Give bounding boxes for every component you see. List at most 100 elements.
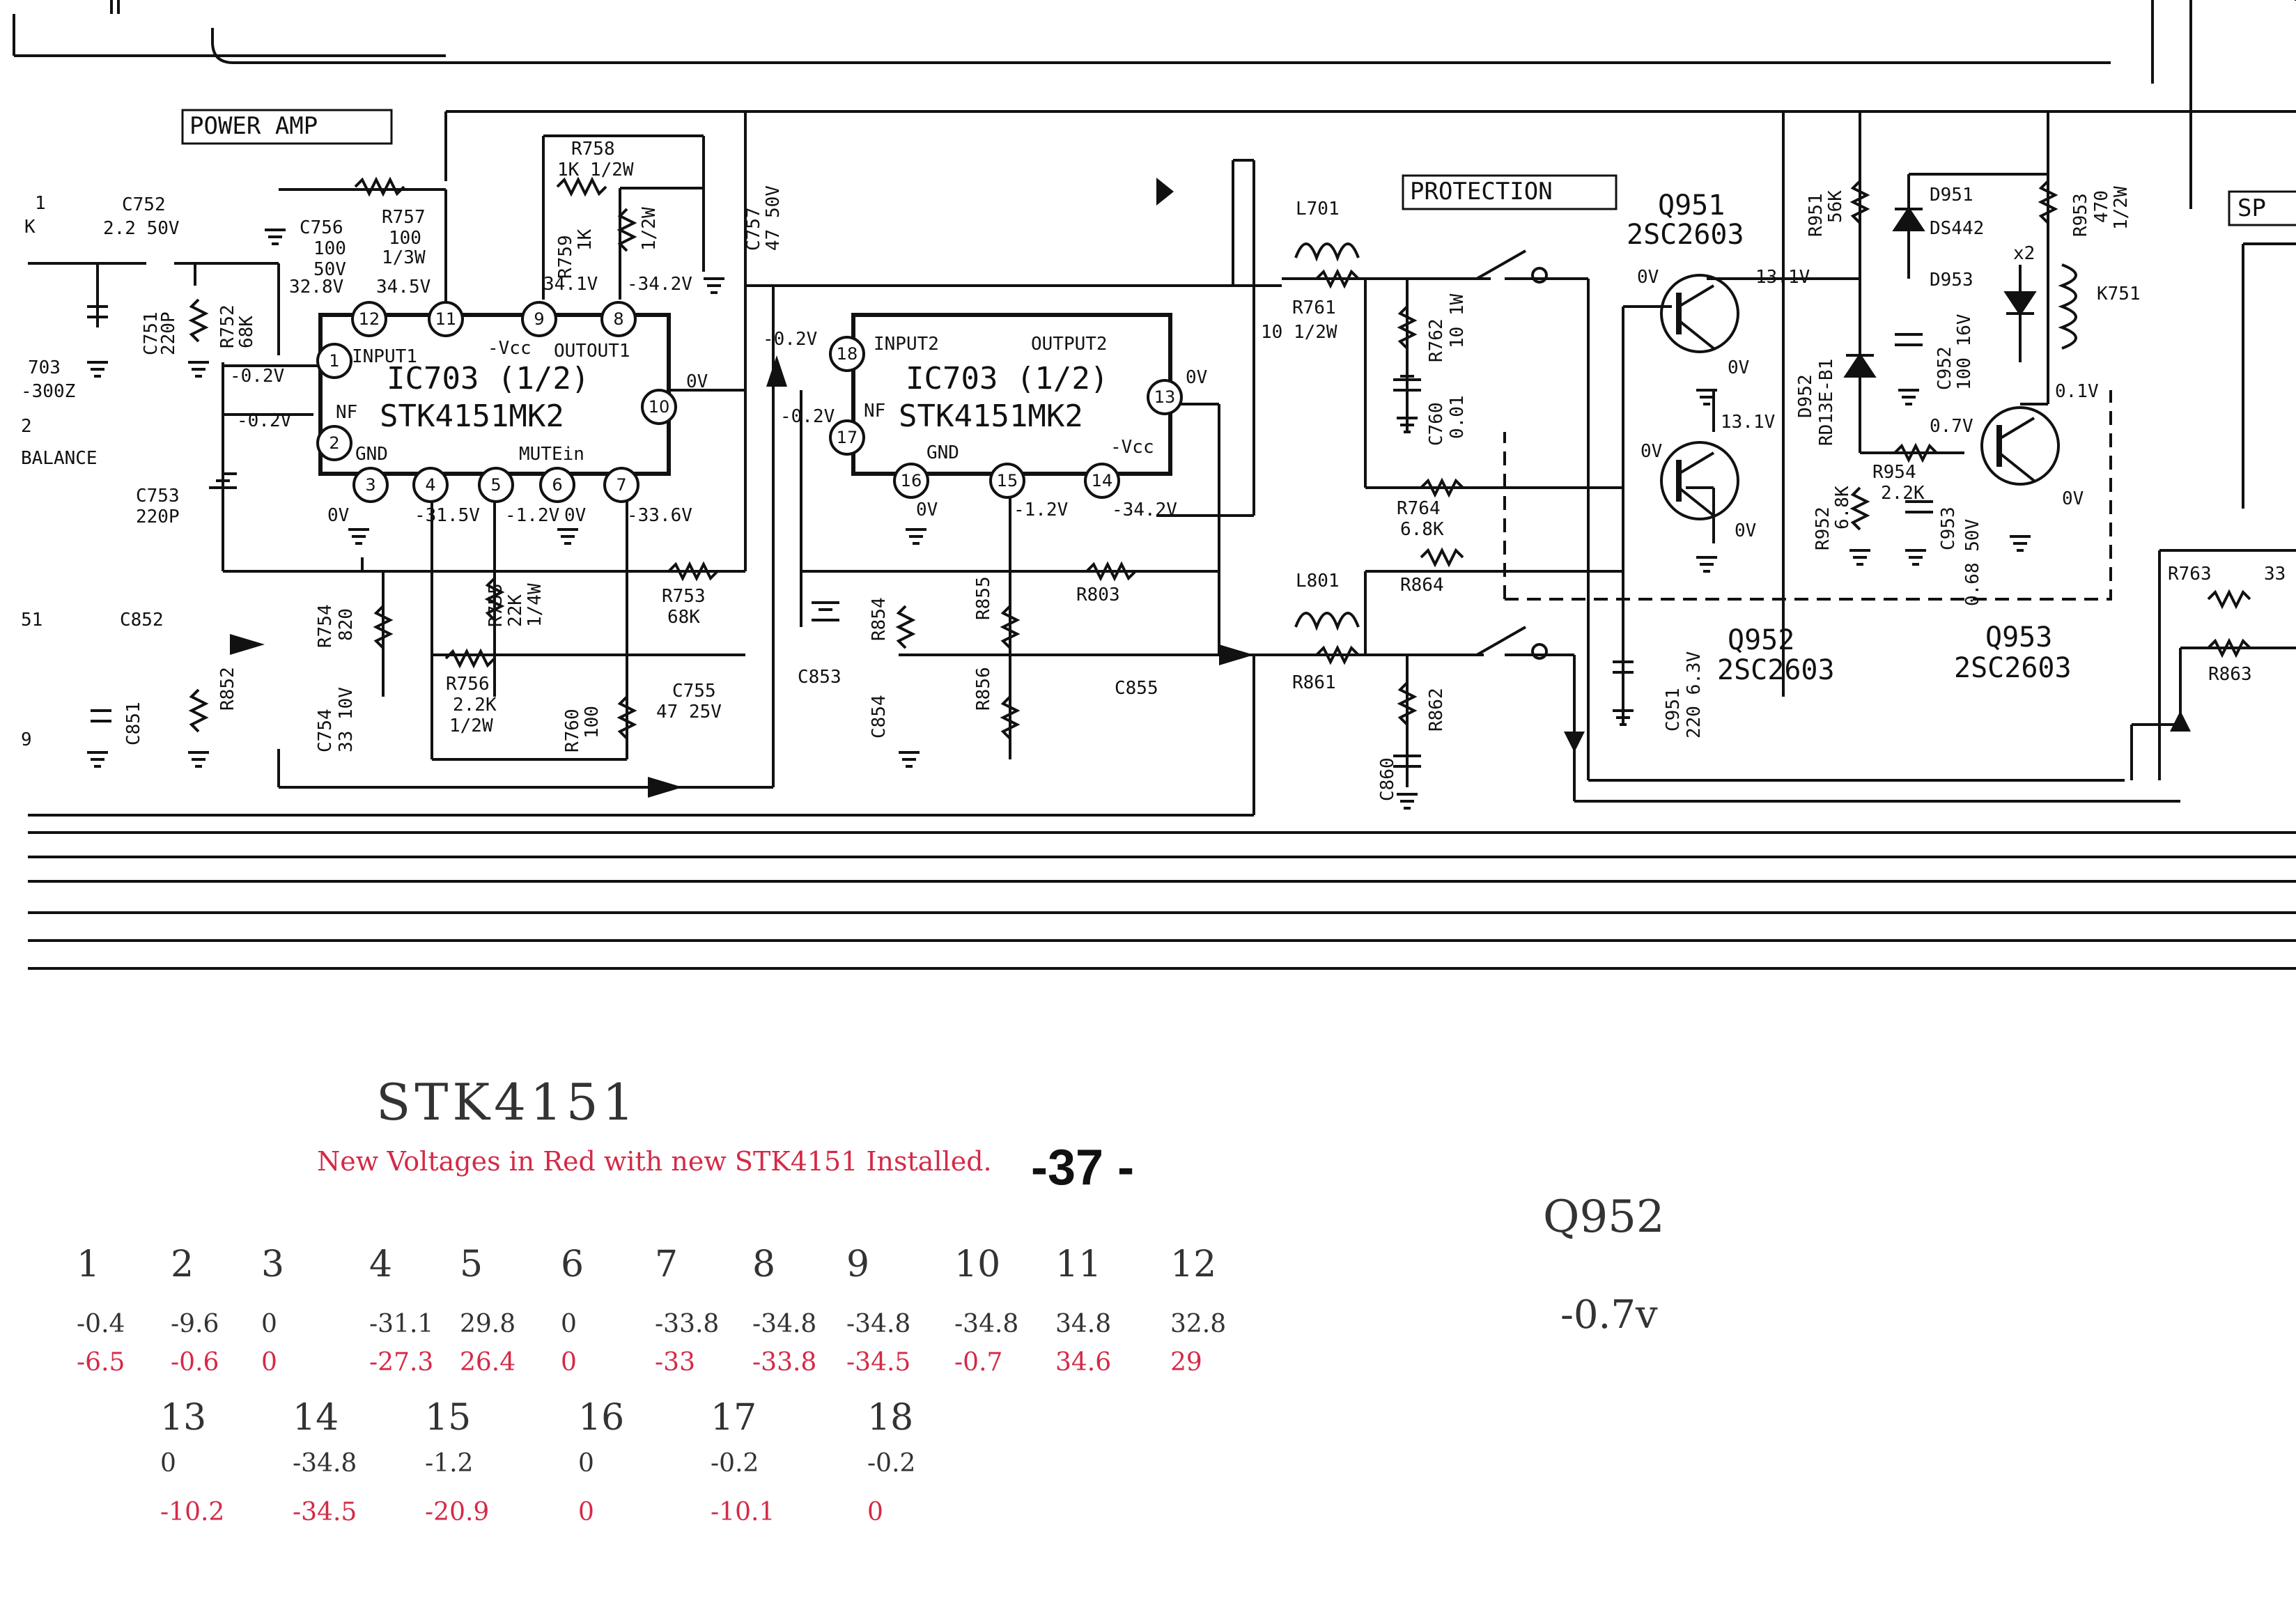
table-new-voltage: -0.7	[954, 1348, 1003, 1377]
voltage-p9: 34.1V	[543, 274, 598, 295]
ic2-part: STK4151MK2	[899, 399, 1083, 434]
table-old-voltage: -34.8	[846, 1310, 911, 1338]
table-old-voltage: -1.2	[425, 1449, 474, 1478]
pin-3: 3	[365, 475, 375, 495]
table-pin-number: 1	[77, 1244, 100, 1285]
voltage-p17: -0.2V	[780, 406, 835, 427]
r757-label: R757	[382, 207, 426, 228]
pin-12: 12	[359, 309, 380, 329]
table-pin-number: 4	[369, 1244, 393, 1285]
table-old-voltage: 0	[561, 1310, 577, 1338]
left-300z-label: -300Z	[21, 381, 75, 402]
c755-value: 47 25V	[656, 702, 722, 722]
d953-count: x2	[2013, 243, 2035, 264]
r854-label: R854	[869, 597, 890, 641]
left-2-label: 2	[21, 416, 32, 437]
table-old-voltage: 0	[160, 1449, 176, 1478]
c851-label: C851	[123, 702, 144, 745]
c757-label: C757	[743, 207, 764, 251]
table-old-voltage: 0	[261, 1310, 277, 1338]
r756-value-1: 2.2K	[453, 695, 497, 716]
table-pin-number: 11	[1055, 1244, 1102, 1285]
pin-8: 8	[613, 309, 623, 329]
table-new-voltage: -6.5	[77, 1348, 125, 1377]
table-pin-number: 3	[261, 1244, 285, 1285]
table-pin-number: 10	[954, 1244, 1001, 1285]
r762-label: R762	[1426, 318, 1447, 362]
c756-label: C756	[300, 217, 343, 238]
voltage-p6: 0V	[564, 505, 586, 526]
voltage-p11: 34.5V	[376, 277, 430, 297]
c760-label: C760	[1426, 402, 1447, 446]
table-new-voltage: -27.3	[369, 1348, 434, 1377]
ic1-part: STK4151MK2	[380, 399, 564, 434]
r764-value: 6.8K	[1400, 519, 1444, 540]
r754-label: R754	[315, 604, 336, 648]
ic2-gnd-label: GND	[926, 442, 959, 463]
ic1-name: IC703 (1/2)	[387, 361, 589, 396]
table-old-voltage: 34.8	[1055, 1310, 1112, 1338]
c753-value: 220P	[136, 506, 180, 527]
ic1-vcc-label: -Vcc	[488, 338, 532, 359]
r752-value: 68K	[236, 316, 257, 348]
c755-label: C755	[672, 681, 716, 702]
table-new-voltage: 0	[561, 1348, 577, 1377]
c757-value: 47 50V	[763, 185, 784, 251]
notes-red-annotation: New Voltages in Red with new STK4151 Ins…	[317, 1146, 992, 1177]
table-new-voltage: -20.9	[425, 1498, 490, 1526]
table-new-voltage: 0	[867, 1498, 883, 1526]
voltage-p1: -0.2V	[230, 366, 284, 387]
r761-label: R761	[1292, 297, 1336, 318]
c760-value: 0.01	[1447, 395, 1468, 439]
table-new-voltage: 26.4	[460, 1348, 516, 1377]
ic1-output-label: OUTOUT1	[554, 341, 630, 362]
table-pin-number: 15	[425, 1397, 472, 1439]
left-51-label: 51	[21, 610, 42, 631]
voltage-q951-b: 0V	[1637, 267, 1659, 288]
voltage-p10: 0V	[686, 371, 708, 392]
voltage-p12: 32.8V	[289, 277, 343, 297]
left-1-label: 1	[35, 193, 46, 214]
r758-label: R758	[571, 139, 615, 160]
table-new-voltage: -0.6	[171, 1348, 219, 1377]
table-new-voltage: -33.8	[752, 1348, 817, 1377]
r755-label: R755	[486, 583, 506, 627]
voltage-q953-c: 0.1V	[2055, 381, 2099, 402]
pin-15: 15	[997, 471, 1018, 490]
voltage-p18: -0.2V	[763, 329, 817, 350]
r763-label: R763	[2168, 564, 2212, 585]
table-old-voltage: -0.2	[867, 1449, 916, 1478]
voltage-q951-e: 0V	[1728, 357, 1749, 378]
c951-label: C951	[1663, 688, 1684, 732]
table-old-voltage: 29.8	[460, 1310, 516, 1338]
r852-label: R852	[217, 667, 238, 711]
pin-7: 7	[616, 475, 626, 495]
r756-value-2: 1/2W	[449, 716, 493, 736]
l701-label: L701	[1296, 199, 1340, 219]
voltage-p4: -31.5V	[414, 505, 480, 526]
c752-value: 2.2 50V	[103, 218, 180, 239]
table-new-voltage: 0	[578, 1498, 594, 1526]
d953-label: D953	[1930, 270, 1973, 291]
table-pin-number: 16	[578, 1397, 625, 1439]
voltage-p15: -1.2V	[1014, 500, 1068, 520]
r756-label: R756	[446, 674, 490, 695]
table-old-voltage: 32.8	[1170, 1310, 1227, 1338]
voltage-p8: -34.2V	[627, 274, 692, 295]
table-pin-number: 13	[160, 1397, 207, 1439]
c953-label: C953	[1938, 506, 1959, 550]
q951-label: Q951	[1658, 190, 1725, 222]
r759-value: 1K	[575, 229, 596, 251]
left-k-label: K	[24, 217, 36, 238]
c756-value-2: 50V	[313, 259, 346, 280]
pin-6: 6	[552, 475, 562, 495]
table-old-voltage: -34.8	[954, 1310, 1019, 1338]
ic2-output-label: OUTPUT2	[1031, 334, 1108, 355]
d951-part: DS442	[1930, 218, 1984, 239]
ic2-vcc-label: -Vcc	[1110, 437, 1154, 458]
d952-label: D952	[1795, 374, 1816, 418]
voltage-q952-b: 0V	[1640, 441, 1662, 462]
table-pin-number: 8	[752, 1244, 776, 1285]
pin-9: 9	[534, 309, 544, 329]
